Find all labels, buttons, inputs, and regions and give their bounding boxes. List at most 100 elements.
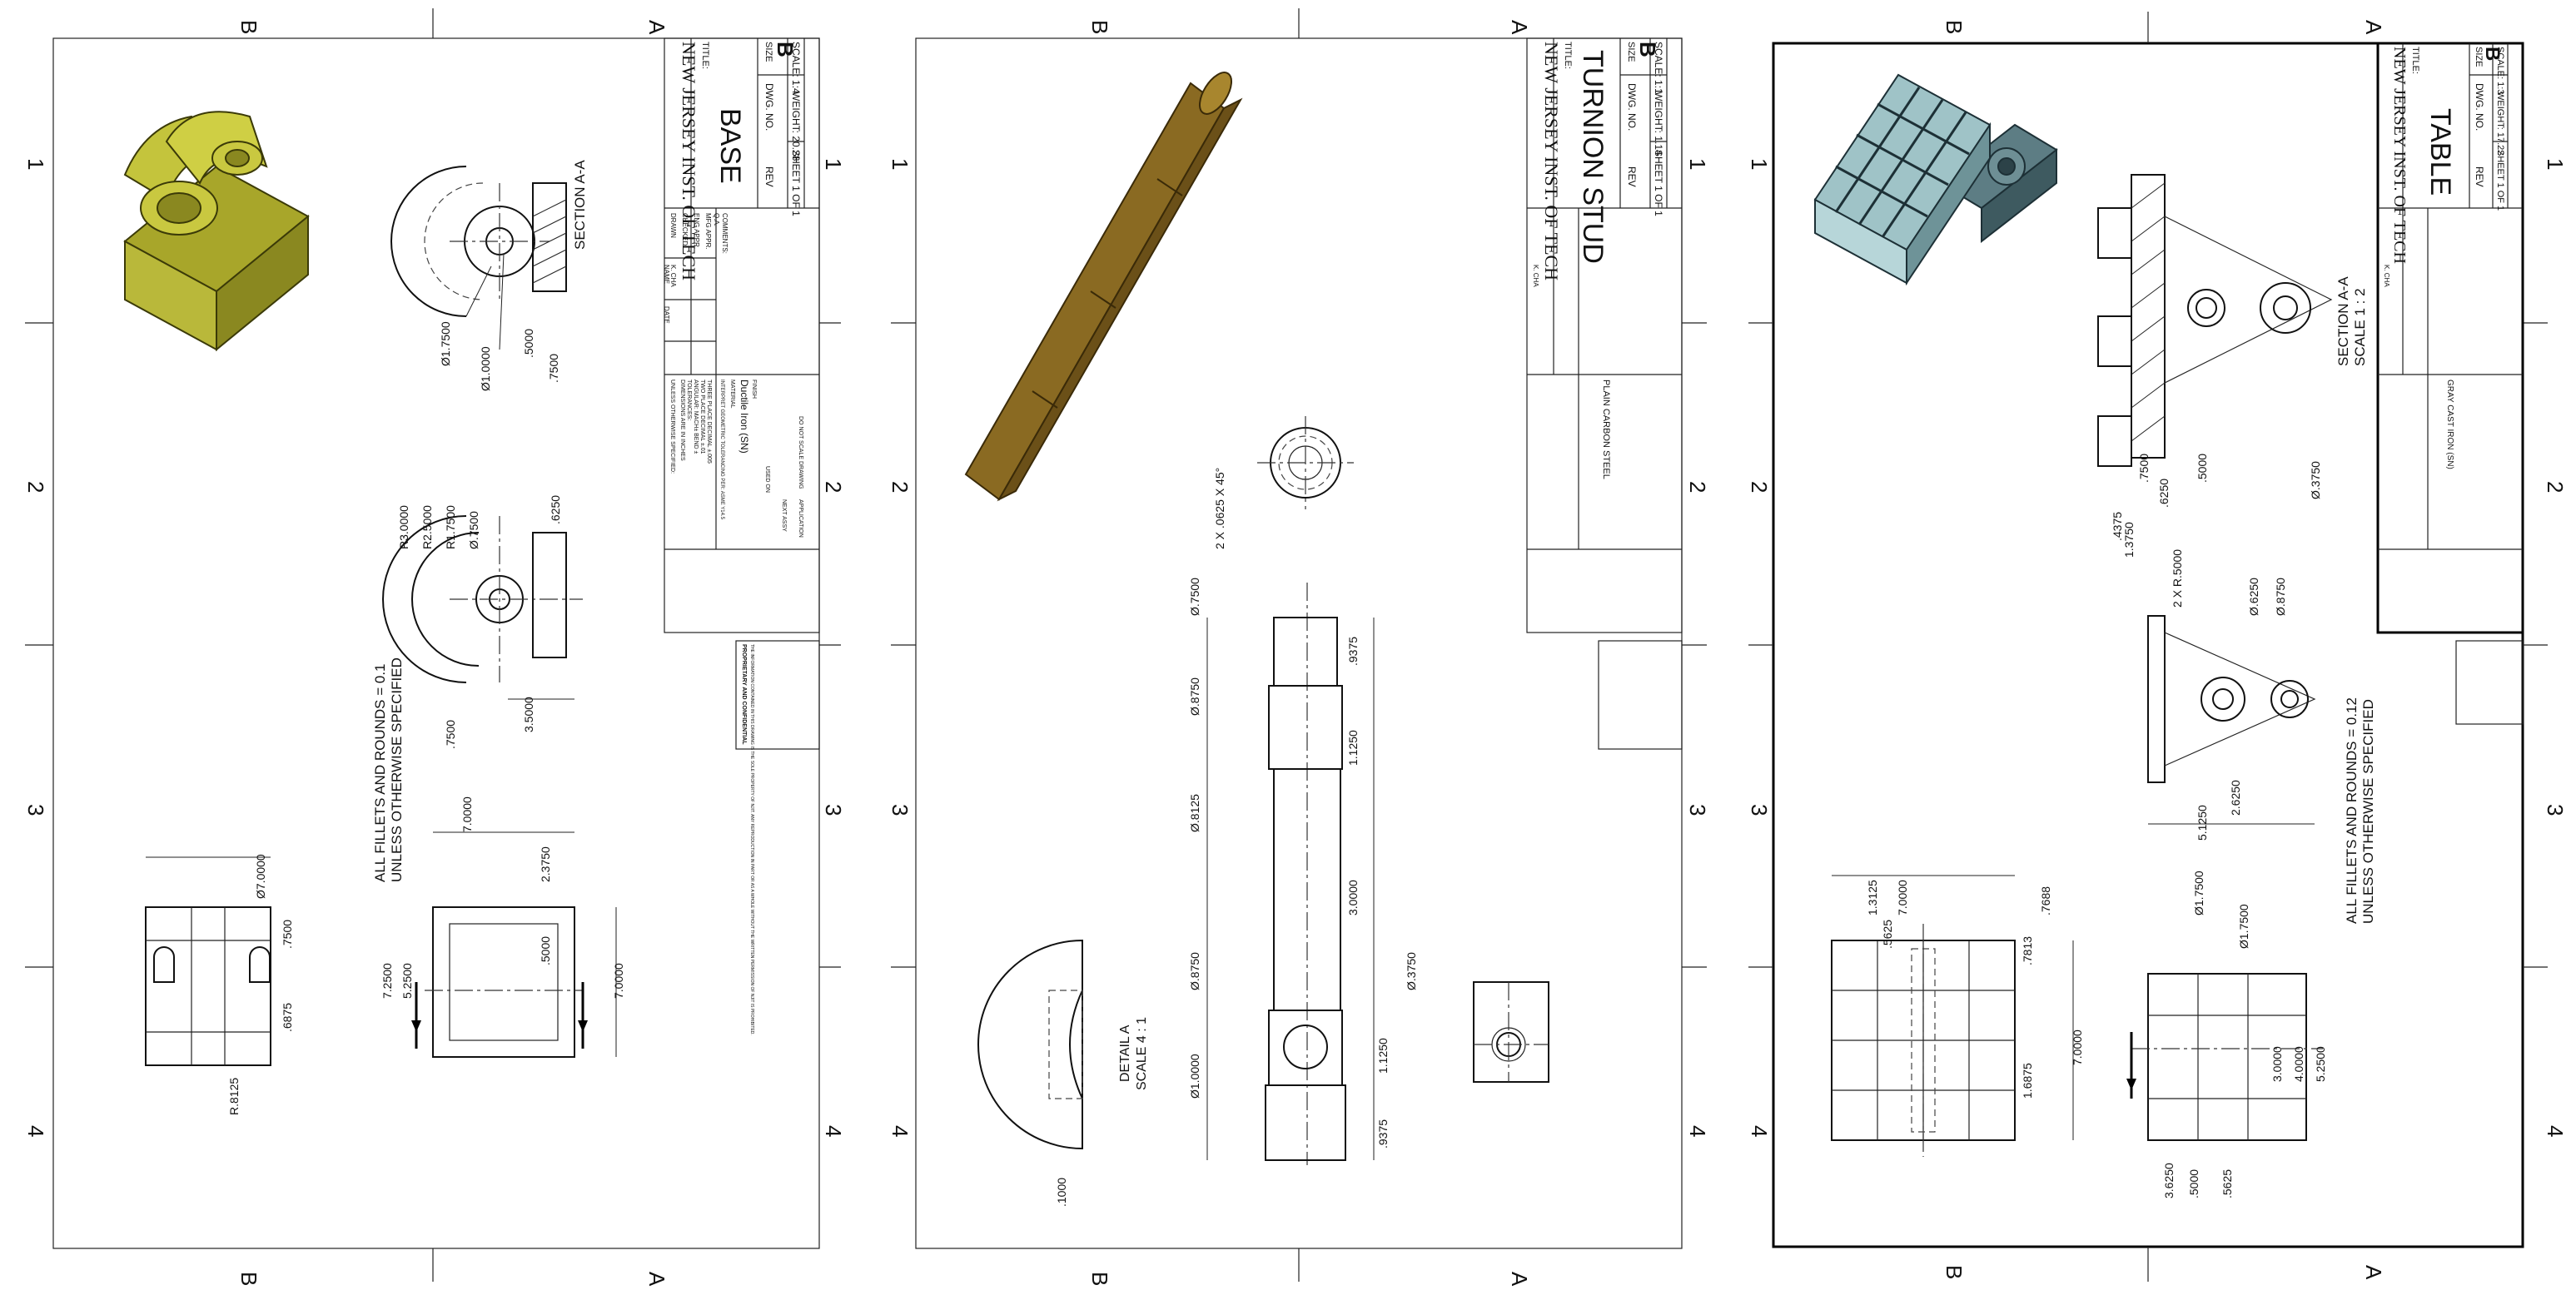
radial-view: R3.0000 R2.5000 R1.7500 Ø.7500 .6250 3.5… <box>382 495 583 749</box>
base-isometric-view <box>123 111 310 352</box>
dim-p1125: 1.1250 <box>1346 730 1360 766</box>
next-assy: NEXT ASSY <box>781 499 787 532</box>
end-view <box>1257 416 1354 509</box>
sheet-count: SHEET 1 OF 1 <box>790 150 802 216</box>
dim-chamfer: 2 X .0625 X 45° <box>1213 468 1226 549</box>
zone-a-top: A <box>2361 20 2386 35</box>
dim-p35: 3.5000 <box>522 697 535 732</box>
zone-4-right: 4 <box>2543 1125 2568 1137</box>
zone-1-left: 1 <box>888 158 913 170</box>
dwg-no-label: DWG. NO. <box>1626 83 1638 131</box>
dim-p1375: 1.3750 <box>2122 522 2136 558</box>
fillet-note-2: UNLESS OTHERWISE SPECIFIED <box>389 657 405 882</box>
dim-d875b: Ø.8750 <box>1188 952 1201 990</box>
dim-p525: 5.2500 <box>2314 1046 2327 1082</box>
zone-2-right: 2 <box>821 481 846 493</box>
school-name: NEW JERSEY INST. OF TECH <box>1541 42 1562 280</box>
drawn-by: K. CHA <box>2383 265 2390 287</box>
section-a-a-view: SECTION A-A Ø1.7500 Ø1.0000 .5000 .7500 <box>390 160 588 391</box>
title-block: NEW JERSEY INST. OF TECH TITLE: TURNION … <box>1526 37 1683 750</box>
rev-label: REV <box>1626 166 1638 187</box>
do-not-scale: DO NOT SCALE DRAWING <box>798 416 803 489</box>
dim-r3: R3.0000 <box>397 505 410 549</box>
zone-b-bottom: B <box>236 1272 261 1286</box>
dim-p4000: 4.0000 <box>2292 1046 2305 1082</box>
checked-label: CHECKED <box>681 213 689 246</box>
zone-a-bottom: A <box>1507 1272 1532 1287</box>
stud-isometric-view <box>964 72 1243 502</box>
dim-p1125b: 1.1250 <box>1376 1038 1390 1074</box>
drawn-label: DRAWN <box>669 213 677 238</box>
zone-3-left: 3 <box>23 804 48 816</box>
zone-3-left: 3 <box>1747 804 1772 816</box>
tolerance-note: UNLESS OTHERWISE SPECIFIED: <box>669 380 675 474</box>
dim-p13125: 1.3125 <box>1866 880 1879 915</box>
size-label: SIZE <box>763 42 773 62</box>
zone-1-right: 1 <box>2543 158 2568 170</box>
dim-d70: Ø7.0000 <box>254 854 267 899</box>
drawing-title: TURNION STUD <box>1577 50 1609 264</box>
dim-d8125: Ø.8125 <box>1188 794 1201 832</box>
comments-label: COMMENTS: <box>721 213 729 254</box>
dwg-no-label: DWG. NO. <box>2474 83 2485 131</box>
drawing-title: BASE <box>714 108 746 184</box>
zone-b-bottom: B <box>1942 1265 1967 1279</box>
dim-d750: Ø.7500 <box>1188 578 1201 616</box>
dim-p6250: .6250 <box>2157 479 2171 508</box>
dwg-no-label: DWG. NO. <box>763 83 775 131</box>
interpret-note: INTERPRET GEOMETRIC TOLERANCING PER: ASM… <box>719 380 724 520</box>
zone-2-right: 2 <box>1685 481 1710 493</box>
qa-label: Q.A. <box>713 213 720 226</box>
material-value: PLAIN CARBON STEEL <box>1601 380 1611 479</box>
zone-b-top: B <box>236 20 261 34</box>
tol-label: TOLERANCES: <box>686 380 692 420</box>
school-name: NEW JERSEY INST. OF TECH <box>2390 47 2409 264</box>
name-label: NAME <box>663 265 670 284</box>
size-label: SIZE <box>1626 42 1636 62</box>
dim-d0750: Ø.7500 <box>467 511 480 549</box>
dim-d1000: Ø1.0000 <box>1188 1054 1201 1099</box>
table-isometric-view <box>1813 73 2058 286</box>
dim-p3000: 3.0000 <box>2270 1046 2284 1082</box>
sheet-base: B A B A 1 2 3 4 1 2 3 4 NEW JERSEY INST. <box>23 8 846 1287</box>
zone-1-right: 1 <box>821 158 846 170</box>
zone-a-bottom: A <box>644 1272 669 1287</box>
material-value: GRAY CAST IRON (SN) <box>2445 380 2454 469</box>
material-value: Ductile Iron (SN) <box>738 380 750 454</box>
zone-a-bottom: A <box>2361 1265 2386 1280</box>
drawn-by: K. CHA <box>1532 265 1539 287</box>
detail-scale: SCALE 4 : 1 <box>1135 1017 1149 1090</box>
three-place-tol: THREE PLACE DECIMAL ±.005 <box>706 380 712 464</box>
dim-p500b: .5000 <box>2187 1169 2201 1198</box>
shaft-side-view: Ø.7500 2 X .0625 X 45° Ø.8750 .9375 1.12… <box>1188 468 1418 1165</box>
dim-p5625: .5625 <box>1881 920 1894 949</box>
dim-p9375: .9375 <box>1346 637 1360 666</box>
dim-p5000: .5000 <box>2196 454 2209 483</box>
weight-value: WEIGHT: 17.22 <box>2495 92 2505 155</box>
dim-r175: R1.7500 <box>444 505 457 549</box>
fillet-note: ALL FILLETS AND ROUNDS = 0.12 <box>2344 697 2360 924</box>
date-label: DATE <box>663 306 670 324</box>
title-block: NEW JERSEY INST. OF TECH TITLE: BASE SIZ… <box>663 37 820 1035</box>
support-view: 2 X R.5000 Ø.6250 Ø.8750 2.6250 5.1250 <box>2147 549 2316 841</box>
dim-p725: 7.2500 <box>380 963 394 999</box>
rev-label: REV <box>2474 166 2485 187</box>
zone-2-left: 2 <box>888 481 913 493</box>
zone-4-left: 4 <box>1747 1125 1772 1137</box>
zone-3-right: 3 <box>821 804 846 816</box>
dim-note: DIMENSIONS ARE IN INCHES <box>679 380 685 461</box>
dim-r8125: R.8125 <box>227 1078 241 1115</box>
section-scale: SCALE 1 : 2 <box>2352 288 2368 366</box>
zone-1-left: 1 <box>1747 158 1772 170</box>
proprietary-text: THE INFORMATION CONTAINED IN THIS DRAWIN… <box>749 644 754 1035</box>
dim-p4375: .4375 <box>2111 512 2124 541</box>
dim-p5625b: .5625 <box>2220 1169 2234 1198</box>
finish-label: FINISH <box>751 380 757 399</box>
dim-p7000b: 7.0000 <box>612 963 625 999</box>
dim-p750: .7500 <box>281 920 294 949</box>
front-view: 7.0000 2.3750 7.2500 5.2500 .5000 7.0000 <box>380 796 625 1058</box>
top-view: Ø7.0000 .7500 .6875 R.8125 <box>145 854 294 1115</box>
size-value: B <box>2481 47 2504 61</box>
scale-value: SCALE: 1:1 <box>1653 42 1664 94</box>
weight-value: WEIGHT: 1.14 <box>1653 92 1664 156</box>
